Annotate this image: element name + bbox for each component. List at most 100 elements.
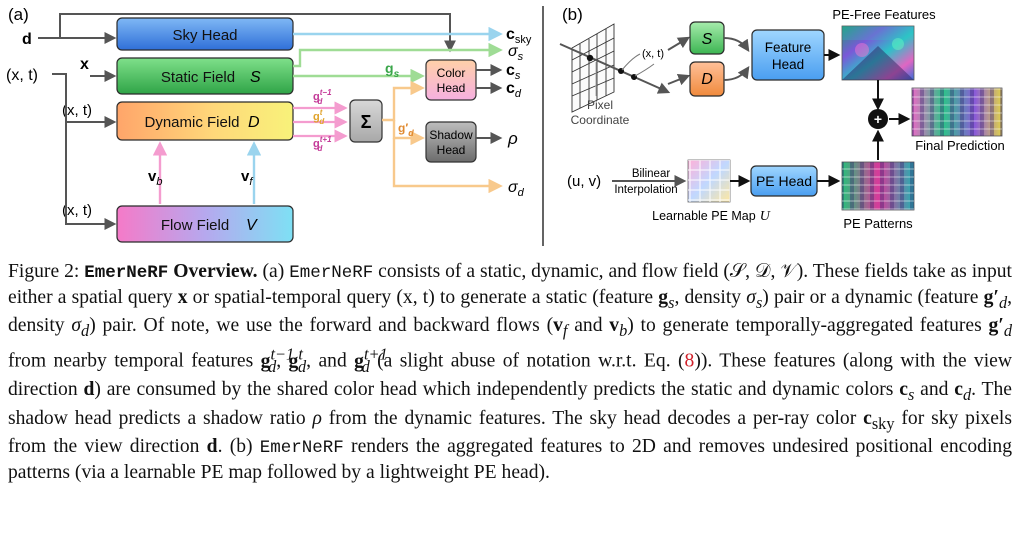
caption-text: consists of a static, dynamic, and flow … bbox=[378, 261, 719, 282]
dynamic-field-label: Dynamic Field bbox=[144, 114, 239, 131]
static-feature-symbol: gs bbox=[385, 60, 400, 80]
dynamic-output-arrows bbox=[382, 80, 503, 194]
caption-text: (a) bbox=[262, 261, 285, 282]
feature-head-box bbox=[751, 29, 825, 81]
color-head-label-1: Color bbox=[437, 66, 466, 80]
pe-free-features-texture bbox=[842, 26, 914, 80]
caption-math: cs bbox=[899, 379, 915, 405]
caption-text: from nearby temporal features bbox=[8, 350, 254, 372]
dynamic-field-symbol: D bbox=[248, 114, 260, 131]
feature-head-label-1: Feature bbox=[765, 40, 812, 55]
pe-patterns-texture bbox=[842, 162, 914, 210]
ray-to-fields-arrows bbox=[667, 36, 691, 86]
output-sky-color: csky bbox=[506, 26, 532, 46]
input-flow-query: (x, t) bbox=[62, 202, 92, 219]
caption-text: to generate a static (feature bbox=[439, 286, 654, 308]
output-dynamic-density: σd bbox=[508, 179, 525, 199]
pe-patterns-label: PE Patterns bbox=[843, 216, 913, 231]
caption-method-name-inline: EmerNeRF bbox=[289, 263, 374, 283]
temporal-feature-arrows bbox=[293, 101, 348, 143]
shadow-head-label-1: Shadow bbox=[429, 128, 473, 142]
plus-node bbox=[868, 109, 888, 129]
pixel-grid bbox=[571, 23, 615, 113]
feature-head-label-2: Head bbox=[772, 57, 804, 72]
caption-method-name-inline: EmerNeRF bbox=[259, 438, 344, 459]
output-dynamic-color: cd bbox=[506, 80, 522, 100]
pe-head-label: PE Head bbox=[756, 173, 812, 189]
static-output-arrows bbox=[293, 42, 503, 84]
caption-math: g′d bbox=[988, 314, 1012, 340]
input-view-direction: d bbox=[22, 31, 32, 48]
final-prediction-texture bbox=[912, 88, 1002, 136]
caption-text: (a slight abuse of notation w.r.t. Eq. ( bbox=[377, 350, 685, 372]
caption-text: , and bbox=[306, 350, 347, 372]
color-head-output-arrows bbox=[476, 64, 503, 94]
caption-math: csky bbox=[863, 407, 895, 433]
caption-text: for sky pixels from the view direction bbox=[8, 407, 1012, 458]
caption-math: x bbox=[177, 286, 188, 308]
caption-figure-label: Figure 2: bbox=[8, 261, 80, 282]
caption-math: d bbox=[206, 436, 218, 458]
pe-map-grid bbox=[688, 160, 730, 202]
caption-text: ) pair or a dynamic (feature bbox=[762, 286, 979, 308]
caption-text: ) are consumed by the shared color head … bbox=[94, 379, 894, 401]
caption-text: and bbox=[574, 314, 603, 336]
color-head-box bbox=[425, 59, 477, 101]
caption-text: ) to generate temporally-aggregated feat… bbox=[627, 314, 982, 336]
caption-text: . The shadow head predicts a shadow rati… bbox=[8, 379, 1012, 429]
camera-ray bbox=[559, 43, 671, 96]
pixel-coordinate-label-1: Pixel bbox=[587, 98, 613, 112]
caption-equation-ref[interactable]: 8 bbox=[684, 350, 695, 372]
color-head-label-2: Head bbox=[437, 81, 466, 95]
shadow-head-box bbox=[425, 121, 477, 163]
input-dynamic-query: (x, t) bbox=[62, 102, 92, 119]
fields-to-feature-head-arrows bbox=[723, 37, 750, 81]
panel-b-label: (b) bbox=[562, 5, 583, 24]
dynamic-field-symbol-b: D bbox=[701, 71, 713, 88]
caption-text: ) pair. Of note, we use the forward and … bbox=[89, 314, 554, 336]
static-field-symbol: S bbox=[250, 69, 261, 86]
caption-math: cd bbox=[954, 379, 972, 405]
flow-vector-arrows bbox=[152, 141, 262, 204]
forward-flow-symbol: vf bbox=[241, 168, 253, 188]
final-prediction-label: Final Prediction bbox=[915, 138, 1005, 153]
bilinear-label-1: Bilinear bbox=[632, 168, 671, 180]
caption-text: or spatial-temporal query bbox=[192, 286, 392, 308]
input-spatial-query: x bbox=[80, 56, 89, 73]
input-arrows bbox=[38, 13, 456, 230]
flow-field-label: Flow Field bbox=[161, 217, 229, 234]
caption-math: ρ bbox=[312, 407, 322, 429]
caption-text: renders the aggregated features to 2D an… bbox=[8, 436, 1012, 483]
caption-math: vf bbox=[553, 314, 568, 340]
figure-caption: Figure 2: EmerNeRF Overview. (a) EmerNeR… bbox=[8, 260, 1012, 484]
backward-flow-symbol: vb bbox=[148, 168, 162, 188]
static-field-symbol-b: S bbox=[702, 31, 713, 48]
output-shadow-ratio: ρ bbox=[507, 129, 518, 148]
caption-math: (x, t) bbox=[396, 286, 435, 308]
aggregation-symbol: Σ bbox=[361, 112, 372, 132]
caption-math: σs bbox=[746, 286, 763, 312]
caption-math: gtd bbox=[288, 344, 307, 376]
caption-text: , density bbox=[8, 286, 1013, 336]
ray-query-label: (x, t) bbox=[642, 48, 664, 60]
caption-method-name: EmerNeRF bbox=[84, 263, 169, 283]
caption-math: g′d bbox=[983, 286, 1008, 312]
caption-math: gt+1d bbox=[354, 344, 388, 376]
panel-a-label: (a) bbox=[8, 5, 29, 24]
shadow-head-label-2: Head bbox=[437, 143, 466, 157]
flow-field-symbol: V bbox=[246, 217, 258, 234]
caption-text: (𝒮, 𝒟, 𝒱). These fields take as input ei… bbox=[8, 261, 1012, 308]
pixel-coordinate-label-2: Coordinate bbox=[571, 113, 630, 127]
caption-math: gt−1d bbox=[260, 344, 295, 376]
plus-node-symbol: + bbox=[874, 111, 882, 127]
flow-field-box bbox=[116, 205, 294, 243]
overview-figure: (a) d x (x, t) (x, t) (x, t) Sky Head St… bbox=[6, 5, 1005, 246]
caption-math: d bbox=[83, 379, 95, 401]
pe-free-features-label: PE-Free Features bbox=[832, 7, 936, 22]
caption-math: gs bbox=[658, 286, 675, 312]
caption-overview: Overview. bbox=[173, 261, 258, 282]
